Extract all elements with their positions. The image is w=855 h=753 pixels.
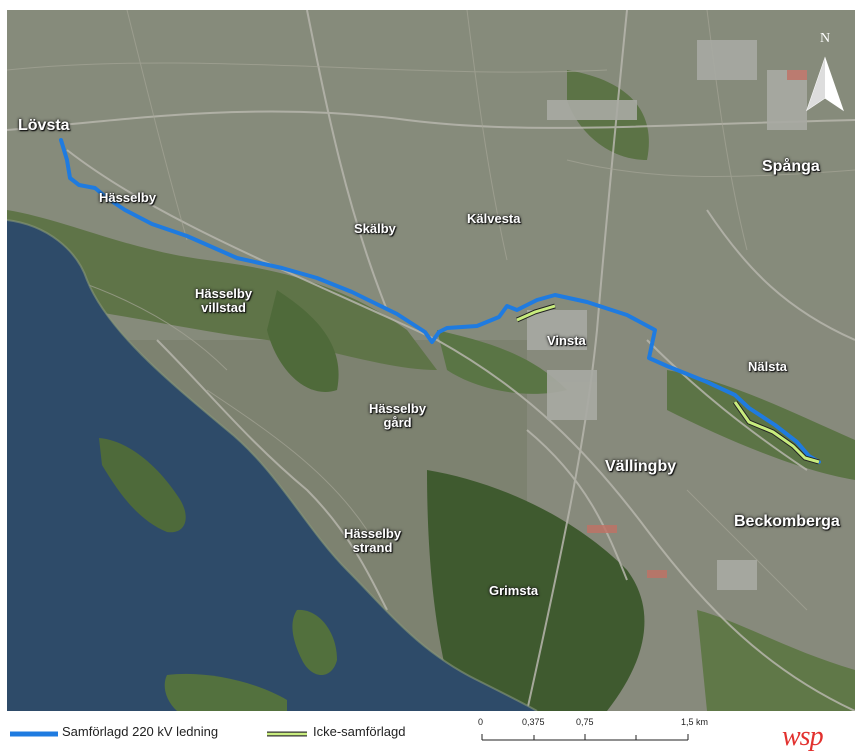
- island: [292, 609, 337, 675]
- scale-label-075: 0,75: [576, 717, 594, 727]
- scale-label-0: 0: [478, 717, 484, 727]
- place-label-beckomberga: Beckomberga: [734, 513, 840, 530]
- place-label-kalvesta: Kälvesta: [467, 211, 521, 226]
- cable-route-non-co-located[interactable]: [515, 303, 820, 465]
- cable-route-co-located[interactable]: [59, 138, 821, 464]
- legend-label-co-located: Samförlagd 220 kV ledning: [62, 724, 219, 739]
- aerial-map[interactable]: Lövsta Hässelby Skälby Kälvesta Spånga H…: [7, 10, 855, 711]
- wsp-logo: wsp: [782, 721, 824, 752]
- map-legend: Samförlagd 220 kV ledning Icke-samförlag…: [0, 711, 855, 752]
- place-label-skalby: Skälby: [354, 221, 396, 236]
- place-label-hasselby-gard: Hässelby gård: [369, 401, 427, 430]
- place-label-nalsta: Nälsta: [748, 359, 788, 374]
- scale-bar: [481, 734, 689, 741]
- lake-malaren: [7, 220, 537, 711]
- place-label-spanga: Spånga: [762, 158, 820, 175]
- scale-label-15km: 1,5 km: [681, 717, 709, 727]
- legend-swatch-co-located: [10, 731, 58, 737]
- map-canvas: [7, 10, 855, 711]
- legend-label-non-co-located: Icke-samförlagd: [313, 724, 406, 739]
- place-label-hasselby-villstad: Hässelby villstad: [195, 286, 253, 315]
- north-arrow-label: N: [820, 31, 830, 46]
- north-arrow: N: [803, 28, 847, 114]
- legend-swatch-non-co-located: [267, 731, 307, 737]
- place-label-lovsta: Lövsta: [18, 117, 70, 134]
- place-label-hasselby-strand: Hässelby strand: [344, 526, 402, 555]
- place-label-vallingby: Vällingby: [605, 458, 677, 475]
- place-label-grimsta: Grimsta: [489, 583, 539, 598]
- scale-label-0375: 0,375: [522, 717, 545, 727]
- place-label-hasselby: Hässelby: [99, 190, 157, 205]
- island: [164, 673, 287, 711]
- place-label-vinsta: Vinsta: [547, 333, 586, 348]
- island: [99, 438, 186, 533]
